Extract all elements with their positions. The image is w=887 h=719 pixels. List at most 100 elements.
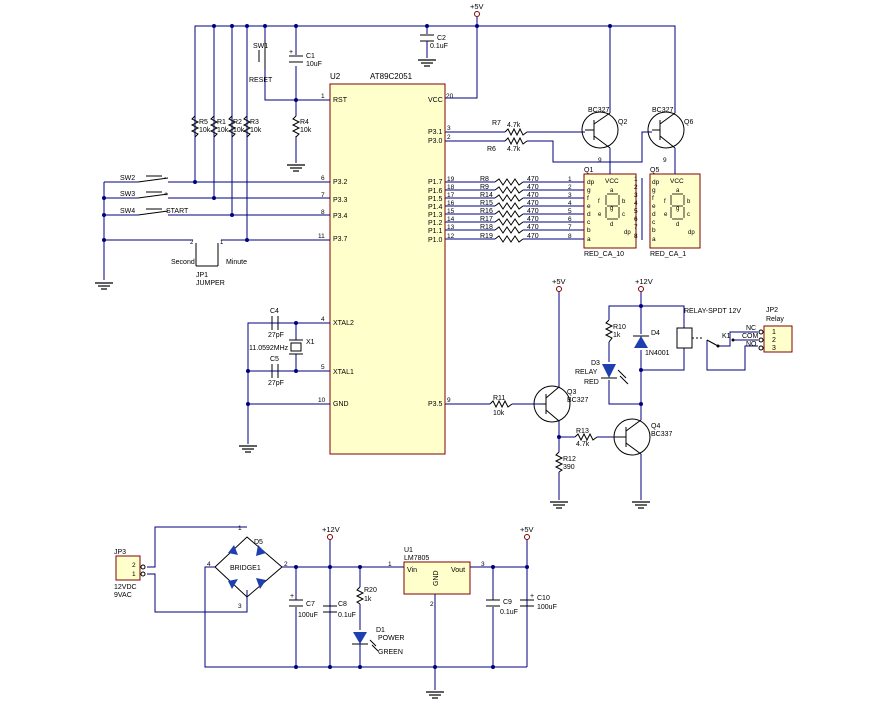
c4-capacitor: C4 27pF <box>268 308 284 339</box>
display-pin-num: 6 <box>634 216 638 223</box>
display-pin-num: 3 <box>634 192 638 199</box>
q1-seg-g: g <box>610 206 613 212</box>
display-pin-name: dp <box>587 179 595 186</box>
q5-ref: Q5 <box>650 167 659 174</box>
r6-ref: R6 <box>487 146 496 153</box>
r10-resistor: R10 1k <box>604 319 626 343</box>
r2-value: 10k <box>233 127 245 134</box>
u2-pin-p13-num: 15 <box>447 208 455 215</box>
r5-value: 10k <box>199 127 211 134</box>
display-pin-name: a <box>587 236 591 243</box>
c7-value: 100uF <box>298 612 318 619</box>
c10-capacitor: + C10 100uF <box>520 593 557 611</box>
sw4-name: START <box>166 208 189 215</box>
r3-value: 10k <box>250 127 262 134</box>
jp2-pin2: 2 <box>772 337 776 344</box>
jp2-pin1: 1 <box>772 329 776 336</box>
r12-value: 390 <box>563 464 575 471</box>
display-pin-name: e <box>652 203 656 210</box>
vcc12-relay-label: +12V <box>635 277 653 286</box>
q2-ref: Q2 <box>618 119 627 126</box>
d5-ref: D5 <box>254 539 263 546</box>
q4-ref: Q4 <box>651 423 660 430</box>
u2-pin-p35-name: P3.5 <box>428 401 443 408</box>
k1-relay: RELAY-SPDT 12V K1 <box>676 308 741 349</box>
jp1-pin2: 2 <box>190 240 194 246</box>
d5-part: BRIDGE1 <box>230 565 261 572</box>
d4-part: 1N4001 <box>645 350 670 357</box>
x1-value: 11.0592MHz <box>249 345 289 352</box>
sw2-ref: SW2 <box>120 175 135 182</box>
display-pin-name: b <box>652 227 656 234</box>
d3-name: RELAY <box>575 369 598 376</box>
vcc5-top-symbol: +5V <box>470 2 484 17</box>
u2-pin-vcc-num: 20 <box>446 93 454 100</box>
d3-ref: D3 <box>591 360 600 367</box>
q5-vcc: VCC <box>670 178 684 185</box>
u2-pin-gnd-name: GND <box>333 401 349 408</box>
display-pin-name: g <box>587 187 591 194</box>
reg-pin2: 2 <box>430 601 434 608</box>
seg-resistor-body <box>494 226 524 234</box>
c10-value: 100uF <box>537 604 557 611</box>
seg-resistor-body <box>494 194 524 202</box>
jp2-connector: JP2 Relay NC COM NO 1 2 3 <box>742 307 793 353</box>
u2-pin-p10-num: 12 <box>447 233 455 240</box>
c7-ref: C7 <box>306 601 315 608</box>
r7-resistor: R7 4.7k <box>492 120 528 137</box>
q5-seg-e: e <box>664 212 668 218</box>
q1-digit-glyph <box>605 193 620 220</box>
c7-plus: + <box>290 593 294 600</box>
r6-resistor: R6 4.7k <box>487 136 528 153</box>
display-pin-name: b <box>587 227 591 234</box>
q1-seg-a: a <box>610 188 614 194</box>
c8-capacitor: C8 0.1uF <box>323 601 356 619</box>
c4-value: 27pF <box>268 332 284 339</box>
d3-color: RED <box>584 379 599 386</box>
c8-value: 0.1uF <box>338 612 356 619</box>
r11-resistor: R11 10k <box>489 395 513 417</box>
jp3-label2: 9VAC <box>114 592 132 599</box>
q6-part: BC327 <box>652 107 674 114</box>
c9-capacitor: C9 0.1uF <box>486 599 518 616</box>
sw2-name: - <box>164 175 167 182</box>
r7-ref: R7 <box>492 120 501 127</box>
u2-pin-p37-num: 11 <box>318 233 325 240</box>
jp1-jumper: 2 1 Second Minute JP1 JUMPER <box>171 240 247 287</box>
seg-resistor-ref: R16 <box>480 208 493 215</box>
c1-ref: C1 <box>306 53 315 60</box>
gnd-crystal <box>238 445 258 453</box>
seg-resistor-ref: R19 <box>480 233 493 240</box>
u2-pin-p16-name: P1.6 <box>428 188 443 195</box>
u1-vin: Vin <box>407 567 417 574</box>
q5-seg-c: c <box>687 212 690 218</box>
u2-pin-rst-name: RST <box>333 97 348 104</box>
r1-value: 10k <box>217 127 229 134</box>
display-pin-name: f <box>587 195 589 202</box>
seg-resistor-body <box>494 202 524 210</box>
u2-pin-p17-num: 19 <box>447 176 455 183</box>
sw2-switch: SW2 - <box>120 175 169 183</box>
jp3-connector: JP3 2 1 12VDC 9VAC <box>114 549 146 599</box>
u2-pin-xtal2-num: 4 <box>321 316 325 323</box>
display-pin-name: d <box>652 211 656 218</box>
seg-resistor-value: 470 <box>527 208 539 215</box>
vcc5-psu-symbol: +5V <box>520 525 534 540</box>
jp1-left: Second <box>171 259 195 266</box>
q6-ref: Q6 <box>684 119 693 126</box>
q3-part: BC327 <box>567 397 589 404</box>
seg-resistor-ref: R8 <box>480 176 489 183</box>
sw3-ref: SW3 <box>120 191 135 198</box>
u2-pin-p13-name: P1.3 <box>428 212 443 219</box>
q5-seg-a: a <box>676 188 680 194</box>
jp1-right: Minute <box>226 259 247 266</box>
bridge-pin1: 1 <box>238 525 242 532</box>
d1-ref: D1 <box>376 627 385 634</box>
vcc5-psu-label: +5V <box>520 525 534 534</box>
c8-ref: C8 <box>338 601 347 608</box>
q1-ref: Q1 <box>584 167 593 174</box>
gnd-switches <box>94 282 114 290</box>
u2-pin-p12-num: 14 <box>447 216 455 223</box>
r11-value: 10k <box>493 410 505 417</box>
